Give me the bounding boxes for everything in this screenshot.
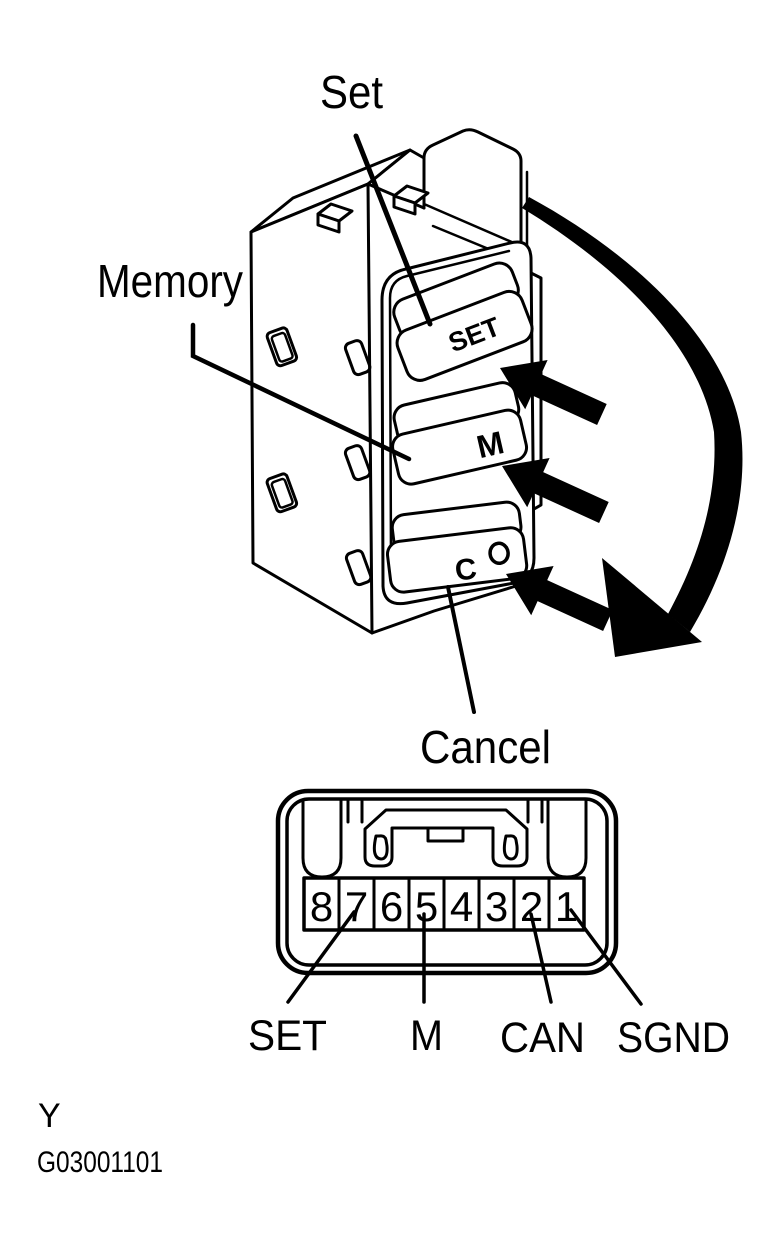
cancel-cap-dot [488, 541, 510, 566]
press-arrow-cancel [506, 566, 613, 631]
cancel-leader-line [446, 585, 476, 714]
memory-button-cap: M [391, 381, 529, 486]
rotate-view-arrow [522, 197, 743, 657]
connector-latch-bridge [363, 808, 529, 868]
cancel-callout-label: Cancel [420, 721, 551, 773]
connector-face-view [275, 788, 619, 976]
cancel-cap-label: C [453, 552, 479, 587]
terminal-label-m: M [410, 1012, 443, 1060]
housing-hole-middle [343, 444, 372, 482]
pin-4: 4 [450, 883, 473, 930]
set-button-cap: SET [392, 261, 534, 382]
pin-dividers [337, 876, 551, 932]
housing-hole-lower [344, 549, 373, 587]
terminal-leaders [286, 908, 643, 1006]
switch-isometric-drawing: SET M C [249, 128, 543, 635]
pin-8: 8 [310, 883, 333, 930]
leader-pin1-sgnd [569, 908, 643, 1006]
pin-1: 1 [555, 883, 578, 930]
section-marker: Y [38, 1097, 61, 1135]
memory-leader-line [190, 322, 412, 462]
housing-hole-upper [343, 339, 372, 377]
figure-id: G03001101 [37, 1146, 163, 1179]
pin-5: 5 [415, 883, 438, 930]
connector-latch-hole-right [502, 834, 519, 861]
set-leader-line [353, 133, 433, 327]
housing-left-face [249, 182, 374, 635]
pin-7: 7 [345, 883, 368, 930]
pin-3: 3 [485, 883, 508, 930]
terminal-label-can: CAN [500, 1014, 585, 1062]
pin-2: 2 [520, 883, 543, 930]
set-callout-label: Set [320, 66, 383, 118]
pin-6: 6 [380, 883, 403, 930]
housing-slot-upper [265, 326, 299, 368]
connector-latch-posts [346, 799, 544, 824]
connector-latch-hole-left [372, 834, 389, 861]
housing-tab-left [316, 202, 354, 234]
housing-tab-right [392, 184, 430, 216]
pin-numbers: 8 7 6 5 4 3 2 1 [310, 883, 578, 930]
terminal-label-sgnd: SGND [617, 1014, 730, 1062]
terminal-label-set: SET [248, 1012, 327, 1060]
memory-callout-label: Memory [97, 255, 243, 307]
callout-leaders [190, 133, 476, 714]
housing-bottom-edge [370, 584, 518, 635]
connector-latch-tab [426, 826, 465, 843]
cancel-button-cap: C [385, 500, 529, 594]
leader-pin2-can [529, 912, 553, 1004]
leader-pin7-set [286, 910, 356, 1004]
housing-slot-lower [265, 472, 299, 514]
